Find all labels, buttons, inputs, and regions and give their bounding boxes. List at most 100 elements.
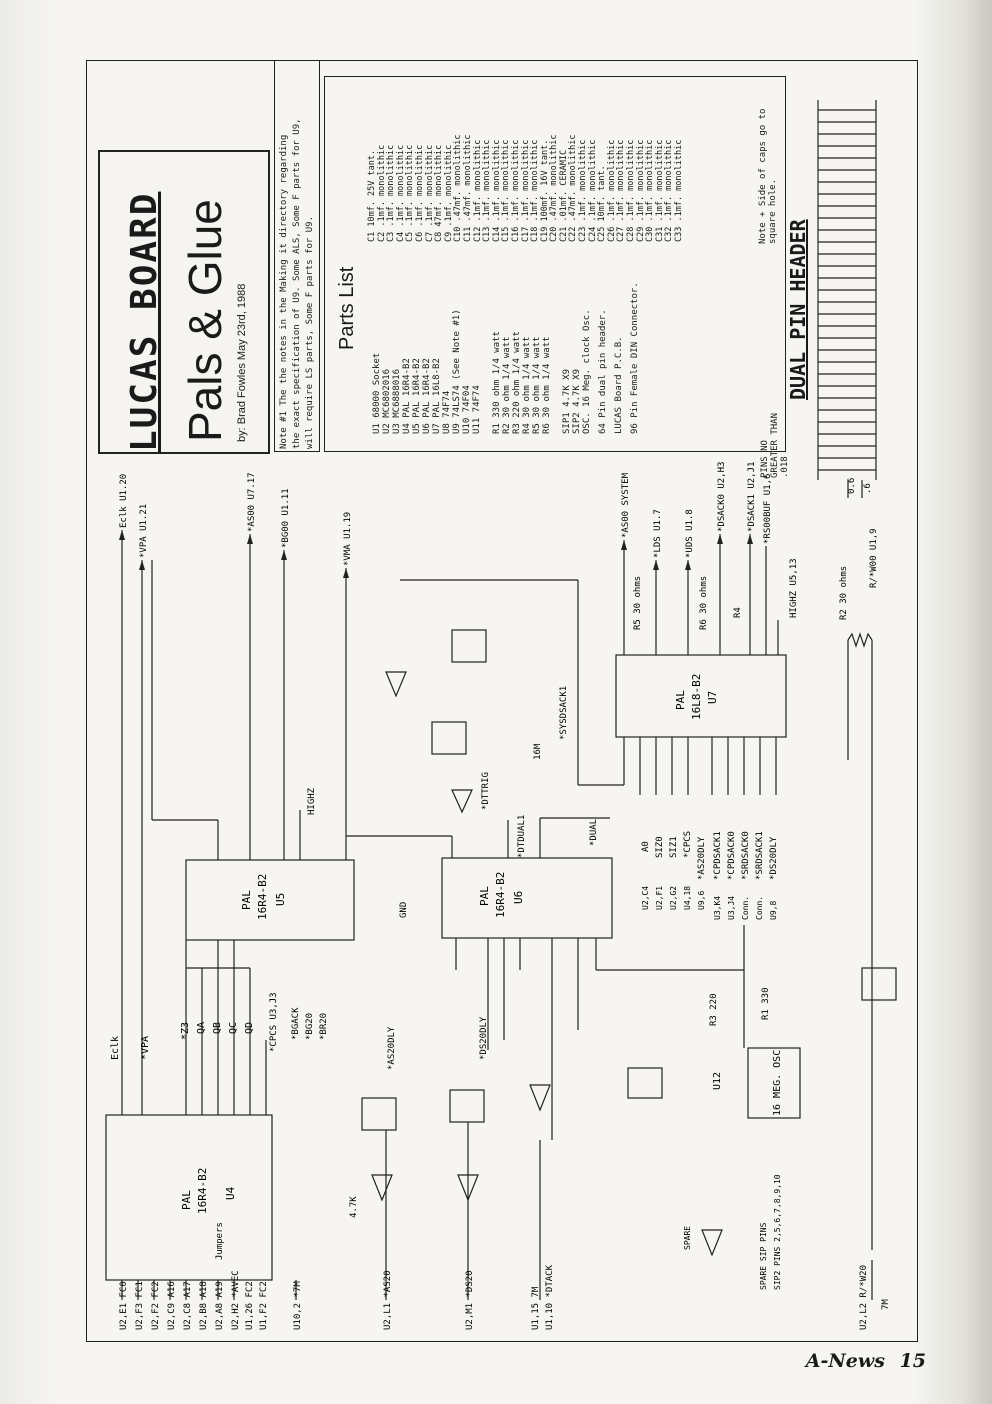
dual-label: *DUAL (589, 819, 599, 846)
u7-in-siz0: SIZ0 (655, 836, 665, 858)
sig-a18: U2,B8 A18 (199, 1281, 209, 1330)
sig-fc2: U2,F2 FC2 (151, 1281, 161, 1330)
u7-src-9: U9,8 (769, 901, 778, 920)
dttrig-label: *DTTRIG (481, 772, 491, 810)
sig-eclk: Eclk U1.20 (119, 474, 129, 528)
sig-rs00buf: *RS00BUF U1,6 (763, 474, 773, 544)
u7-src-5: U3,K4 (713, 896, 722, 920)
sig-ds20: U2,M1 *DS20 (465, 1270, 475, 1330)
qc-label: QC (228, 1022, 239, 1034)
sig-dsack1: *DSACK1 U2,J1 (747, 462, 757, 532)
qb-label: QB (212, 1022, 223, 1034)
r6-label: R6 30 ohms (699, 576, 709, 630)
u7-src-8: Conn. (755, 896, 764, 920)
r4-label: R4 (733, 607, 743, 618)
sig-bg00: *BG00 U1.11 (281, 488, 291, 548)
u7-src-4: U9,6 (697, 891, 706, 910)
highz-label: HIGHZ (307, 787, 317, 815)
u7-in-cpdsack1: *CPDSACK1 (713, 831, 723, 880)
bgack-label: *BGACK (291, 1007, 301, 1040)
u7-src-3: U4,18 (683, 886, 692, 910)
u5-ref: U5 (274, 893, 287, 906)
chip-u7 (615, 654, 787, 738)
header-dim-b: .6 (863, 483, 873, 494)
u7-in-ds20dly: *DS20DLY (769, 836, 779, 880)
page-number: 15 (899, 1350, 926, 1372)
sig-highz: HIGHZ U5,13 (789, 558, 799, 618)
sysdsack-label: *SYSDSACK1 (559, 686, 569, 740)
note-block: Note #1 The the notes in the Making it d… (274, 60, 320, 452)
sig-7m-c: 7M (881, 1299, 891, 1310)
sig-as00-system: *AS00 SYSTEM (621, 472, 631, 538)
u6-type: PAL (478, 886, 491, 906)
u5-part: 16R4-B2 (256, 874, 269, 920)
sig-as00: *AS00 U7.17 (247, 472, 257, 532)
sig-fc2-b: U1,26 FC2 (245, 1281, 255, 1330)
u7-ref: U7 (706, 691, 719, 704)
r3-label: R3 220 (709, 993, 719, 1026)
sig-vpa: *VPA U1.21 (139, 504, 149, 558)
u7-part: 16L8-B2 (690, 674, 703, 720)
u7-src-2: U2,G2 (669, 886, 678, 910)
cpcs-label: *CPCS U3,J3 (269, 992, 279, 1052)
qd-label: QD (244, 1022, 255, 1034)
chip-u6 (441, 857, 613, 939)
schematic-frame (86, 60, 918, 1342)
sig-rw00: R/*W00 U1,9 (869, 528, 879, 588)
sig-fc2-c: U1,F2 FC2 (259, 1281, 269, 1330)
r5-label: R5 30 ohms (633, 576, 643, 630)
u12-type: 16 MEG. OSC (772, 1050, 783, 1116)
sig-vma: *VMA U1.19 (343, 512, 353, 566)
u7-in-as20dly: *AS20DLY (697, 836, 707, 880)
u6-ref: U6 (512, 891, 525, 904)
sig-a17: U2,C8 A17 (183, 1281, 193, 1330)
br20-label: *BR20 (319, 1013, 329, 1040)
sig-a16: U2,C9 A16 (167, 1281, 177, 1330)
sig-a19: U2,A8 A19 (215, 1281, 225, 1330)
sip-47k-label: 4.7K (349, 1196, 359, 1218)
gnd-label: GND (399, 902, 409, 918)
as20dly-label: *AS20DLY (387, 1026, 397, 1070)
chip-u5 (185, 859, 355, 941)
publication-name: A-News (805, 1350, 885, 1372)
u4-type: PAL (180, 1190, 193, 1210)
chip-u4 (105, 1114, 273, 1281)
u7-in-siz1: SIZ1 (669, 836, 679, 858)
sig-uds: *UDS U1.8 (685, 509, 695, 558)
sig-fc0: U2,E1 FC0 (119, 1281, 129, 1330)
vpa-label: *VPA (140, 1036, 151, 1060)
page-footer: A-News 15 (806, 1350, 926, 1372)
parts-list (324, 76, 786, 452)
u7-src-6: U3,J4 (727, 896, 736, 920)
sip2-pins-label: SIP2 PINS 2,5,6,7,8,9,10 (773, 1174, 782, 1290)
bg20-label: *BG20 (305, 1013, 315, 1040)
r1-label: R1 330 (761, 987, 771, 1020)
sig-dsack0: *DSACK0 U2,H3 (717, 462, 727, 532)
spare-sip-label: SPARE SIP PINS (759, 1222, 768, 1290)
eclk-label: Eclk (110, 1036, 121, 1060)
sig-as20: U2,L1 *AS20 (383, 1270, 393, 1330)
jumpers-label: Jumpers (215, 1222, 225, 1260)
u7-type: PAL (674, 690, 687, 710)
u4-ref: U4 (224, 1186, 237, 1200)
sig-7m-b: U1,15 7M (531, 1286, 541, 1330)
r2-label: R2 30 ohms (839, 566, 849, 620)
dtdual-label: *DTDUAL1 (517, 815, 527, 858)
header-dim-a: 0.6 (847, 478, 857, 494)
z3-label: *Z3 (180, 1022, 191, 1040)
u7-src-1: U2,F1 (655, 886, 664, 910)
u7-src-7: Conn. (741, 896, 750, 920)
title-block: LUCAS BOARD Pals & Glue by: Brad Fowles … (98, 150, 270, 454)
u7-in-cpcs: *CPCS (683, 831, 693, 858)
u4-part: 16R4-B2 (196, 1168, 209, 1214)
u7-in-srdsack0: *SRDSACK0 (741, 831, 751, 880)
u7-in-a0: A0 (641, 841, 651, 852)
m16-label: 16M (533, 743, 543, 760)
u7-src-0: U2,C4 (641, 886, 650, 910)
u6-part: 16R4-B2 (494, 872, 507, 918)
sig-rw20: U2,L2 R/*W20 (859, 1265, 869, 1330)
u12-ref: U12 (712, 1072, 723, 1090)
ds20dly-label: *DS20DLY (479, 1016, 489, 1060)
sig-avec: U2,H2 *AVEC (231, 1270, 241, 1330)
